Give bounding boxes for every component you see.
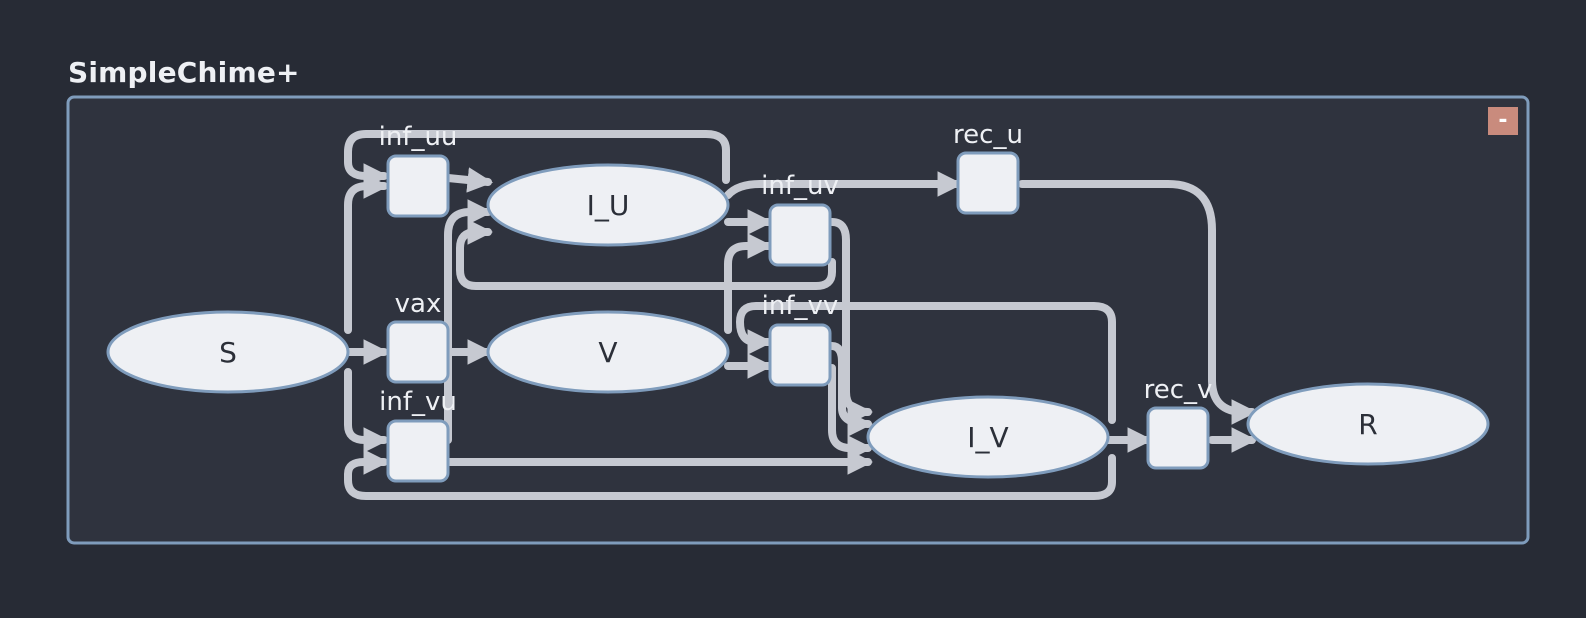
transition-rec-v[interactable]: rec_v — [1144, 375, 1213, 470]
transition-inf-uu-label: inf_uu — [379, 122, 458, 152]
transition-inf-uu-box — [386, 154, 450, 218]
edge-inf-uv-to-i-v — [828, 218, 874, 425]
transition-inf-vv-label: inf_vv — [762, 291, 839, 321]
edge-i-v-loop-inf-vv — [736, 302, 1116, 424]
edge-i-v-loop-inf-vu — [344, 449, 1116, 500]
transition-inf-uv[interactable]: inf_uv — [761, 171, 839, 267]
state-i-v[interactable]: I_V — [866, 395, 1110, 479]
state-s[interactable]: S — [106, 310, 350, 394]
transition-inf-uv-label: inf_uv — [761, 171, 839, 201]
state-v[interactable]: V — [486, 310, 730, 394]
state-v-label: V — [598, 336, 617, 369]
state-v-shape — [486, 310, 730, 394]
edge-inf-vv-to-i-v-b — [828, 364, 874, 461]
edge-inf-vu-to-i-u — [444, 199, 494, 444]
transition-inf-vu-box — [386, 419, 450, 483]
transition-rec-u[interactable]: rec_u — [953, 120, 1023, 215]
transition-vax-box — [386, 320, 450, 384]
transition-rec-v-label: rec_v — [1144, 375, 1213, 405]
state-i-v-shape — [866, 395, 1110, 479]
transition-inf-uv-box — [768, 203, 832, 267]
state-r[interactable]: R — [1246, 382, 1490, 466]
edge-i-u-to-rec-u — [724, 171, 964, 199]
state-s-shape — [106, 310, 350, 394]
edge-inf-uu-to-i-u — [444, 167, 494, 193]
collapse-button[interactable]: - — [1488, 107, 1518, 135]
state-r-label: R — [1358, 408, 1377, 441]
state-r-shape — [1246, 382, 1490, 466]
transition-rec-u-box — [956, 151, 1020, 215]
state-i-u[interactable]: I_U — [486, 163, 730, 247]
transition-vax-label: vax — [395, 289, 442, 319]
edge-v-to-inf-uv — [724, 233, 774, 334]
edge-s-to-inf-vu — [344, 368, 390, 453]
diagram-title: SimpleChime+ — [68, 56, 300, 89]
transition-inf-vu-label: inf_vu — [379, 387, 457, 417]
state-i-v-label: I_V — [967, 421, 1008, 454]
transition-vax[interactable]: vax — [386, 289, 450, 384]
transition-inf-vv[interactable]: inf_vv — [762, 291, 839, 387]
state-s-label: S — [219, 336, 237, 369]
edges — [344, 130, 1258, 500]
transition-inf-vv-box — [768, 323, 832, 387]
transition-inf-vu[interactable]: inf_vu — [379, 387, 457, 483]
transition-rec-v-box — [1146, 406, 1210, 470]
edge-inf-vv-to-i-v-a — [828, 342, 874, 437]
edge-rec-u-to-r — [1018, 180, 1258, 425]
edge-inf-uv-to-i-u — [456, 219, 836, 290]
state-i-u-label: I_U — [587, 189, 630, 222]
edge-i-u-loop-inf-uu — [344, 130, 730, 189]
transition-inf-uu[interactable]: inf_uu — [379, 122, 458, 218]
transition-rec-u-label: rec_u — [953, 120, 1023, 150]
state-i-u-shape — [486, 163, 730, 247]
